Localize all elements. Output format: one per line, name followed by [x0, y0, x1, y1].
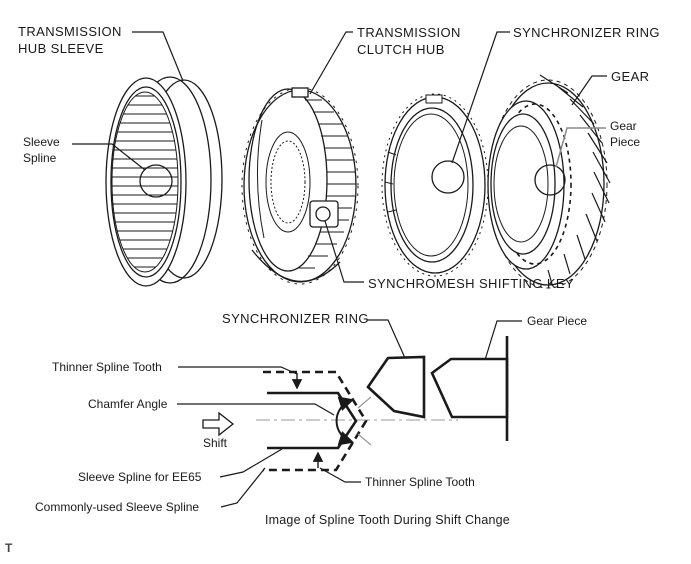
helical-teeth [539, 74, 611, 285]
gear-piece-leader [555, 127, 606, 168]
shift-arrow [202, 411, 235, 437]
ee65-sleeve-spline-outline [267, 391, 358, 450]
label-gear-piece-top: Gear Piece [610, 119, 641, 149]
clutch-hub-bottom-flange [251, 249, 341, 282]
commonly-used-leader [220, 467, 266, 508]
gear-leader [571, 75, 607, 106]
synchromesh-key-leader [324, 220, 364, 283]
synchromesh-shifting-key-drawing [315, 206, 331, 222]
label-thinner-spline-tooth-top: Thinner Spline Tooth [52, 360, 162, 374]
gear-piece-bottom-leader [484, 320, 522, 361]
thinner-bottom-leader [319, 467, 361, 483]
synchronizer-ring-drawing [381, 93, 489, 277]
label-sleeve-spline-for-ee65: Sleeve Spline for EE65 [78, 470, 202, 484]
label-shift: Shift [203, 436, 228, 450]
label-transmission-clutch-hub: TRANSMISSION CLUTCH HUB [357, 25, 461, 57]
thinner-top-leader [178, 366, 298, 375]
gear-piece-highlight-circle [534, 164, 566, 196]
label-gear: GEAR [611, 69, 650, 84]
commonly-used-sleeve-spline-outline [263, 370, 368, 472]
transmission-hub-sleeve-drawing [105, 76, 223, 287]
figure-caption: Image of Spline Tooth During Shift Chang… [265, 513, 510, 527]
ee65-leader [219, 448, 283, 478]
hub-sleeve-leader [132, 31, 184, 82]
sync-ring-bottom-leader [367, 319, 406, 359]
ring-slots [384, 94, 443, 213]
clutch-hub-bore [265, 131, 311, 233]
top-leader-lines [72, 31, 607, 283]
synchronizer-ring-tooth [366, 355, 426, 419]
gear-piece-tooth [430, 357, 509, 419]
ring-teeth-highlight-circle [431, 160, 465, 194]
clutch-hub-plate-cutout [256, 119, 265, 239]
thinner-tooth-arrows [291, 373, 324, 468]
label-synchromesh-shifting-key: SYNCHROMESH SHIFTING KEY [368, 276, 575, 291]
label-synchronizer-ring-bottom: SYNCHRONIZER RING [222, 311, 369, 326]
clutch-hub-leader [309, 31, 353, 95]
label-chamfer-angle: Chamfer Angle [88, 397, 168, 411]
label-thinner-spline-tooth-bottom: Thinner Spline Tooth [365, 475, 475, 489]
synchronizer-ring-leader [451, 31, 510, 164]
label-gear-piece-bottom: Gear Piece [527, 314, 588, 328]
clutch-hub-top-notch [291, 87, 309, 98]
label-synchronizer-ring-top: SYNCHRONIZER RING [513, 25, 660, 40]
label-transmission-hub-sleeve: TRANSMISSION HUB SLEEVE [18, 24, 122, 56]
shifting-key-slot [309, 200, 339, 228]
stray-text: T [5, 541, 13, 555]
label-commonly-used-sleeve-spline: Commonly-used Sleeve Spline [35, 500, 200, 514]
gear-bore [493, 125, 549, 243]
sleeve-spline-leader [72, 143, 146, 171]
chamfer-angle-leader [177, 403, 335, 416]
chamfer-tick-marks [357, 396, 372, 446]
transmission-clutch-hub-drawing [241, 87, 359, 285]
chamfer-angle-arc [335, 396, 355, 446]
gear-drawing [487, 74, 611, 289]
bottom-leader-lines [177, 319, 522, 508]
label-sleeve-spline: Sleeve Spline [23, 135, 60, 165]
sleeve-spline-highlight-circle [139, 164, 173, 198]
